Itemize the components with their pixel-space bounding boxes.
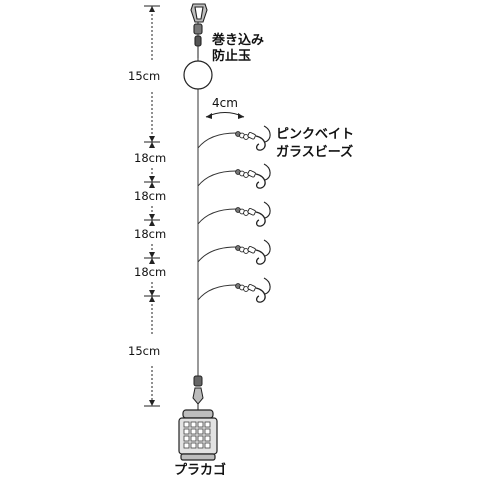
bait-label-line2: ガラスビーズ [276, 145, 354, 160]
branch-line [197, 277, 271, 303]
branch-line [197, 125, 271, 151]
pink-bait-icon [247, 284, 256, 292]
dimension-label: 18cm [134, 189, 167, 203]
hook-point-icon [263, 277, 271, 295]
fishing-hook-icon [255, 249, 266, 265]
hook-point-icon [263, 163, 271, 181]
arrow-icon [149, 182, 155, 188]
arrow-icon [149, 252, 155, 258]
dimension-label: 15cm [128, 344, 161, 358]
arrow-icon [149, 142, 155, 148]
arrow-icon [149, 176, 155, 182]
pink-bait-icon [247, 170, 256, 178]
fishing-hook-icon [255, 173, 266, 189]
anti-tangle-bead-icon [183, 60, 213, 90]
dimension-label: 18cm [134, 151, 167, 165]
arrow-icon [149, 290, 155, 296]
arrow-icon [149, 400, 155, 406]
anti-tangle-label-line2: 防止玉 [212, 49, 252, 64]
dimension-label: 18cm [134, 265, 167, 279]
arrow-icon [149, 136, 155, 142]
bait-label-line1: ピンクベイト [276, 127, 355, 142]
hook-point-icon [263, 201, 271, 219]
hook-point-icon [263, 125, 271, 143]
pink-bait-icon [247, 208, 256, 216]
fishing-hook-icon [255, 287, 266, 303]
branch-lines [197, 125, 271, 303]
branch-line [197, 201, 271, 227]
arrow-icon [149, 6, 155, 12]
sinker-label: プラカゴ [174, 463, 227, 478]
branch-line [197, 239, 271, 265]
anti-tangle-label-line1: 巻き込み [212, 33, 265, 48]
branch-line [197, 163, 271, 189]
arrow-icon [149, 214, 155, 220]
plastic-basket-sinker-icon [178, 409, 218, 461]
arrow-icon [149, 296, 155, 302]
arrow-icon [149, 258, 155, 264]
arrow-icon [206, 113, 212, 119]
spacing-label: 4cm [212, 96, 238, 110]
snap-swivel-icon [190, 3, 208, 58]
dimension-label: 18cm [134, 227, 167, 241]
arrow-icon [238, 113, 244, 119]
pink-bait-icon [247, 132, 256, 140]
pink-bait-icon [247, 246, 256, 254]
bottom-swivel-icon [192, 375, 204, 410]
hook-point-icon [263, 239, 271, 257]
dimension-arrows [149, 6, 155, 406]
fishing-hook-icon [255, 135, 266, 151]
fishing-hook-icon [255, 211, 266, 227]
arrow-icon [149, 220, 155, 226]
dimension-label: 15cm [128, 69, 161, 83]
